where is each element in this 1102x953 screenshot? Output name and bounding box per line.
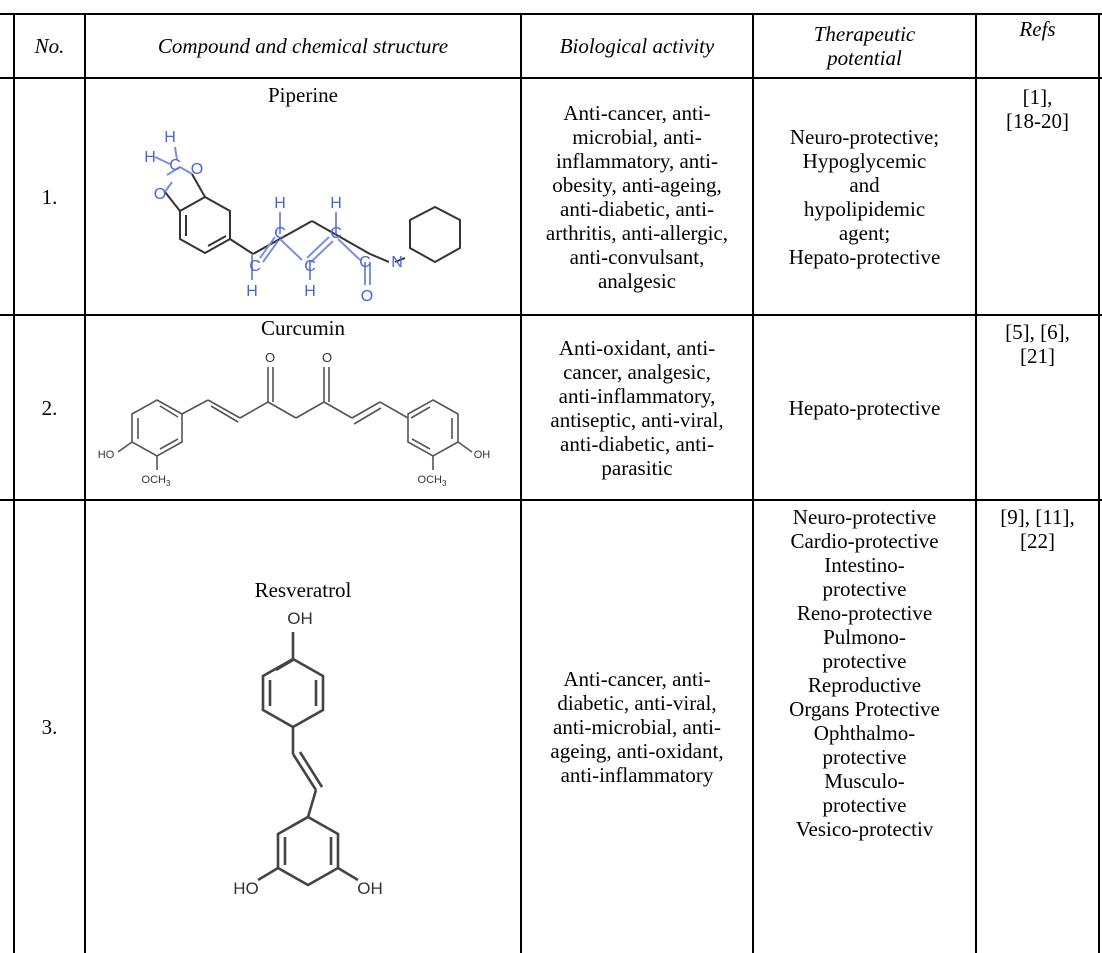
atom-label: C	[304, 258, 316, 275]
atom-label: C	[169, 157, 181, 174]
atom-label: H	[164, 129, 176, 146]
table-rule-col4	[975, 13, 977, 953]
table-rule-row2	[0, 499, 1102, 501]
table-row-1-name: Piperine	[268, 83, 338, 107]
header-activity: Biological activity	[559, 34, 715, 58]
table-rule-col3	[752, 13, 754, 953]
table-row-3-refs: [9], [11],[22]	[1000, 505, 1075, 553]
table-rule-col1	[84, 13, 86, 953]
atom-label: H	[330, 195, 342, 212]
table-row-1-activity: Anti-cancer, anti-microbial, anti-inflam…	[545, 100, 729, 293]
atom-label: C	[359, 254, 371, 271]
atom-label: H	[274, 195, 286, 212]
table-rule-header	[0, 77, 1102, 79]
table-row-2-therapeutic: Hepato-protective	[788, 395, 941, 420]
atom-label: O	[322, 350, 332, 365]
table-row-3-name: Resveratrol	[254, 578, 352, 602]
table-row-2-name: Curcumin	[261, 316, 345, 340]
atom-label: H	[246, 283, 258, 300]
table-rule-row1	[0, 314, 1102, 316]
table-rule-left	[13, 13, 15, 953]
table-row-2-no: 2.	[41, 395, 58, 420]
piperine-structure: H H C O O C C C C C H H H H O N	[144, 129, 461, 305]
table-rule-top	[0, 13, 1102, 15]
atom-label: O	[361, 288, 373, 305]
atom-label: O	[191, 161, 203, 178]
atom-label: H	[144, 149, 156, 166]
atom-label: C	[274, 225, 286, 242]
atom-label: O	[154, 186, 166, 203]
atom-label: C	[330, 225, 342, 242]
header-refs: Refs	[1019, 17, 1056, 41]
atom-label: OCH3	[418, 474, 447, 488]
table-row-1-refs: [1],[18-20]	[1006, 85, 1069, 133]
table-rule-right	[1098, 13, 1100, 953]
header-compound: Compound and chemical structure	[157, 34, 449, 58]
table-row-2-refs: [5], [6],[21]	[1005, 320, 1070, 368]
atom-label: OH	[357, 879, 383, 898]
atom-label: OH	[287, 609, 313, 628]
table-rule-col2	[520, 13, 522, 953]
table-row-2-activity: Anti-oxidant, anti-cancer, analgesic,ant…	[550, 335, 724, 480]
header-no: No.	[34, 34, 65, 58]
atom-label: O	[265, 350, 275, 365]
atom-label: OH	[474, 449, 491, 461]
atom-label: N	[391, 254, 403, 271]
atom-label: HO	[98, 449, 115, 461]
atom-label: HO	[233, 879, 259, 898]
table-row-1-no: 1.	[41, 184, 58, 209]
atom-label: OCH3	[142, 474, 171, 488]
atom-label: C	[249, 258, 261, 275]
resveratrol-structure: OH HO OH	[233, 609, 383, 898]
atom-label: H	[304, 283, 316, 300]
table-row-3-no: 3.	[41, 715, 58, 739]
curcumin-structure: O O HO OH OCH3 OCH3	[98, 350, 491, 488]
table-row-3-activity: Anti-cancer, anti-diabetic, anti-viral,a…	[550, 667, 724, 787]
